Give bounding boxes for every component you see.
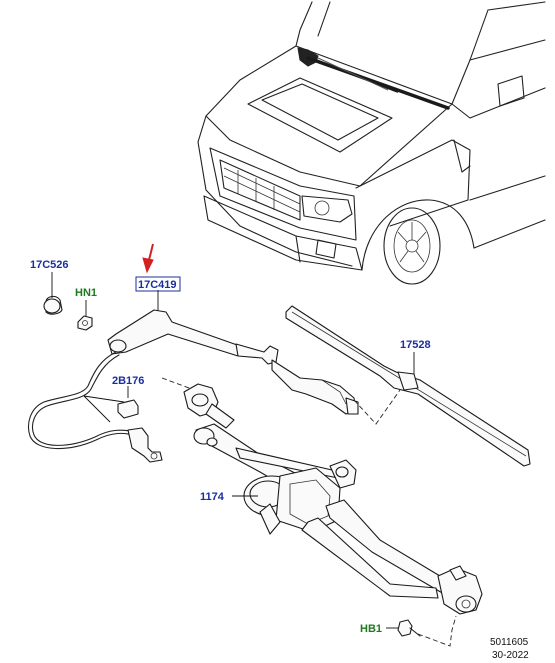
callout-17c419-box	[135, 276, 181, 292]
vehicle-illustration	[197, 1, 546, 285]
part-17c419-wiper-arm	[107, 290, 359, 415]
callout-hn1: HN1	[75, 287, 97, 299]
part-hb1-bolt	[386, 615, 457, 647]
callout-17528: 17528	[400, 339, 431, 351]
part-2b176-washer-jet	[117, 386, 163, 463]
callout-1174: 1174	[200, 491, 225, 503]
footer-reference: 5011605 30-2022	[490, 637, 529, 661]
part-17528-wiper-blade	[285, 305, 531, 467]
part-17c526-cap	[43, 272, 63, 315]
pointer-arrow	[142, 243, 154, 274]
callout-17c526: 17C526	[30, 259, 69, 271]
callout-labels: 17C526 HN1 17C419 2B176 17528 1174 HB1	[30, 259, 431, 635]
reference-number: 5011605	[490, 637, 529, 648]
callout-17c419: 17C419	[138, 279, 177, 291]
callout-2b176: 2B176	[112, 375, 144, 387]
part-hn1-nut	[77, 300, 93, 331]
reference-date: 30-2022	[492, 650, 529, 658]
washer-hose	[27, 351, 137, 450]
callout-hb1: HB1	[360, 623, 382, 635]
part-1174-motor-linkage	[183, 383, 483, 615]
